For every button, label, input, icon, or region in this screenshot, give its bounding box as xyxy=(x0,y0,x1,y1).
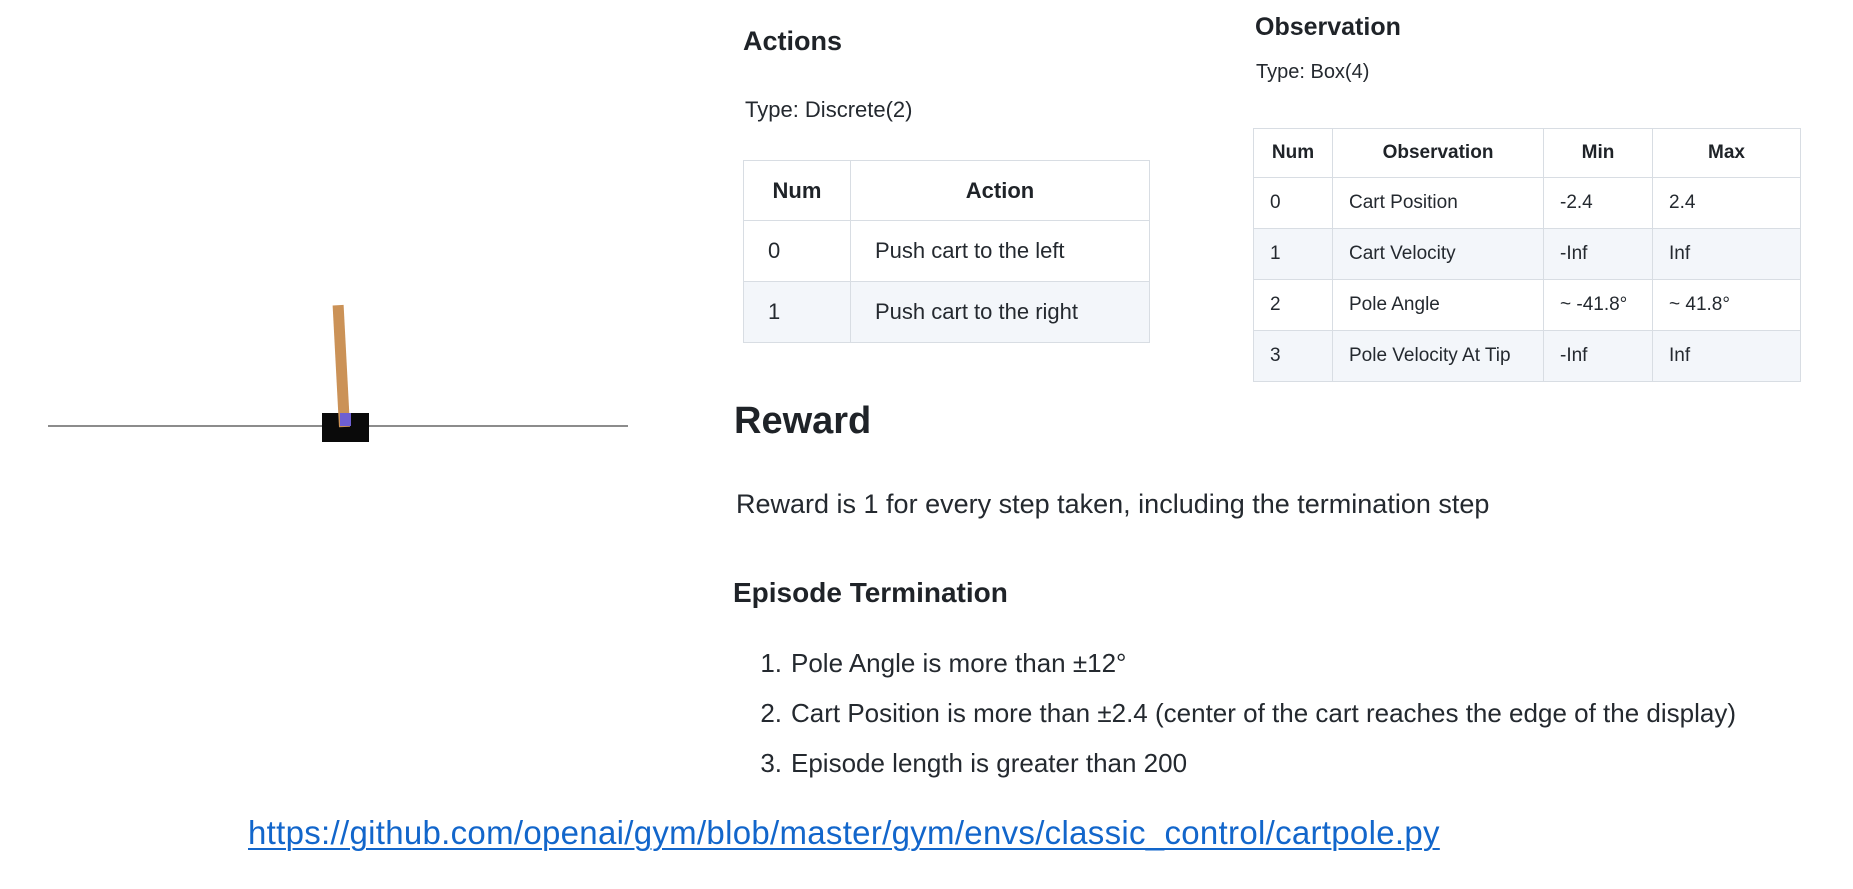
table-cell: 3 xyxy=(1253,330,1333,382)
table-row: 3 Pole Velocity At Tip -Inf Inf xyxy=(1253,330,1801,382)
actions-type-line: Type: Discrete(2) xyxy=(745,97,913,122)
column-header: Num xyxy=(743,160,851,221)
source-link[interactable]: https://github.com/openai/gym/blob/maste… xyxy=(248,814,1440,851)
column-header: Action xyxy=(850,160,1150,221)
table-cell: Pole Angle xyxy=(1332,279,1544,331)
list-item-number: 1. xyxy=(760,648,782,678)
list-item: 1. Pole Angle is more than ±12° xyxy=(752,648,1736,698)
list-item: 3. Episode length is greater than 200 xyxy=(752,748,1736,798)
column-header: Observation xyxy=(1332,128,1544,178)
table-row: 1 Cart Velocity -Inf Inf xyxy=(1253,228,1801,280)
reward-description: Reward is 1 for every step taken, includ… xyxy=(736,489,1490,519)
table-cell: 1 xyxy=(1253,228,1333,280)
list-item-text: Pole Angle is more than ±12° xyxy=(791,648,1127,678)
reward-heading: Reward xyxy=(734,400,872,442)
column-header: Num xyxy=(1253,128,1333,178)
table-cell: Push cart to the left xyxy=(850,220,1150,282)
table-row: 0 Push cart to the left xyxy=(743,220,1150,282)
table-cell: -2.4 xyxy=(1543,177,1653,229)
actions-heading: Actions xyxy=(743,26,843,56)
table-cell: 0 xyxy=(743,220,851,282)
list-item-number: 3. xyxy=(760,748,782,778)
table-cell: Inf xyxy=(1652,330,1801,382)
table-row: 0 Cart Position -2.4 2.4 xyxy=(1253,177,1801,229)
observation-heading: Observation xyxy=(1255,13,1401,41)
table-cell: 2.4 xyxy=(1652,177,1801,229)
table-cell: Cart Position xyxy=(1332,177,1544,229)
list-item-text: Cart Position is more than ±2.4 (center … xyxy=(791,698,1736,728)
table-header-row: Num Observation Min Max xyxy=(1253,128,1801,178)
list-item-number: 2. xyxy=(760,698,782,728)
observation-table: Num Observation Min Max 0 Cart Position … xyxy=(1253,128,1801,382)
table-row: 2 Pole Angle ~ -41.8° ~ 41.8° xyxy=(1253,279,1801,331)
list-item: 2. Cart Position is more than ±2.4 (cent… xyxy=(752,698,1736,748)
table-cell: -Inf xyxy=(1543,330,1653,382)
episode-termination-list: 1. Pole Angle is more than ±12° 2. Cart … xyxy=(752,648,1736,798)
table-cell: ~ -41.8° xyxy=(1543,279,1653,331)
observation-type-line: Type: Box(4) xyxy=(1256,61,1370,83)
table-cell: Inf xyxy=(1652,228,1801,280)
table-cell: Cart Velocity xyxy=(1332,228,1544,280)
table-row: 1 Push cart to the right xyxy=(743,281,1150,343)
episode-termination-heading: Episode Termination xyxy=(733,577,1008,608)
table-cell: ~ 41.8° xyxy=(1652,279,1801,331)
table-cell: Pole Velocity At Tip xyxy=(1332,330,1544,382)
table-cell: 2 xyxy=(1253,279,1333,331)
list-item-text: Episode length is greater than 200 xyxy=(791,748,1188,778)
cartpole-axle xyxy=(340,413,351,426)
table-cell: Push cart to the right xyxy=(850,281,1150,343)
table-cell: 1 xyxy=(743,281,851,343)
table-cell: 0 xyxy=(1253,177,1333,229)
actions-table: Num Action 0 Push cart to the left 1 Pus… xyxy=(743,160,1150,343)
table-cell: -Inf xyxy=(1543,228,1653,280)
column-header: Min xyxy=(1543,128,1653,178)
table-header-row: Num Action xyxy=(743,160,1150,221)
column-header: Max xyxy=(1652,128,1801,178)
cartpole-pole xyxy=(332,304,350,428)
